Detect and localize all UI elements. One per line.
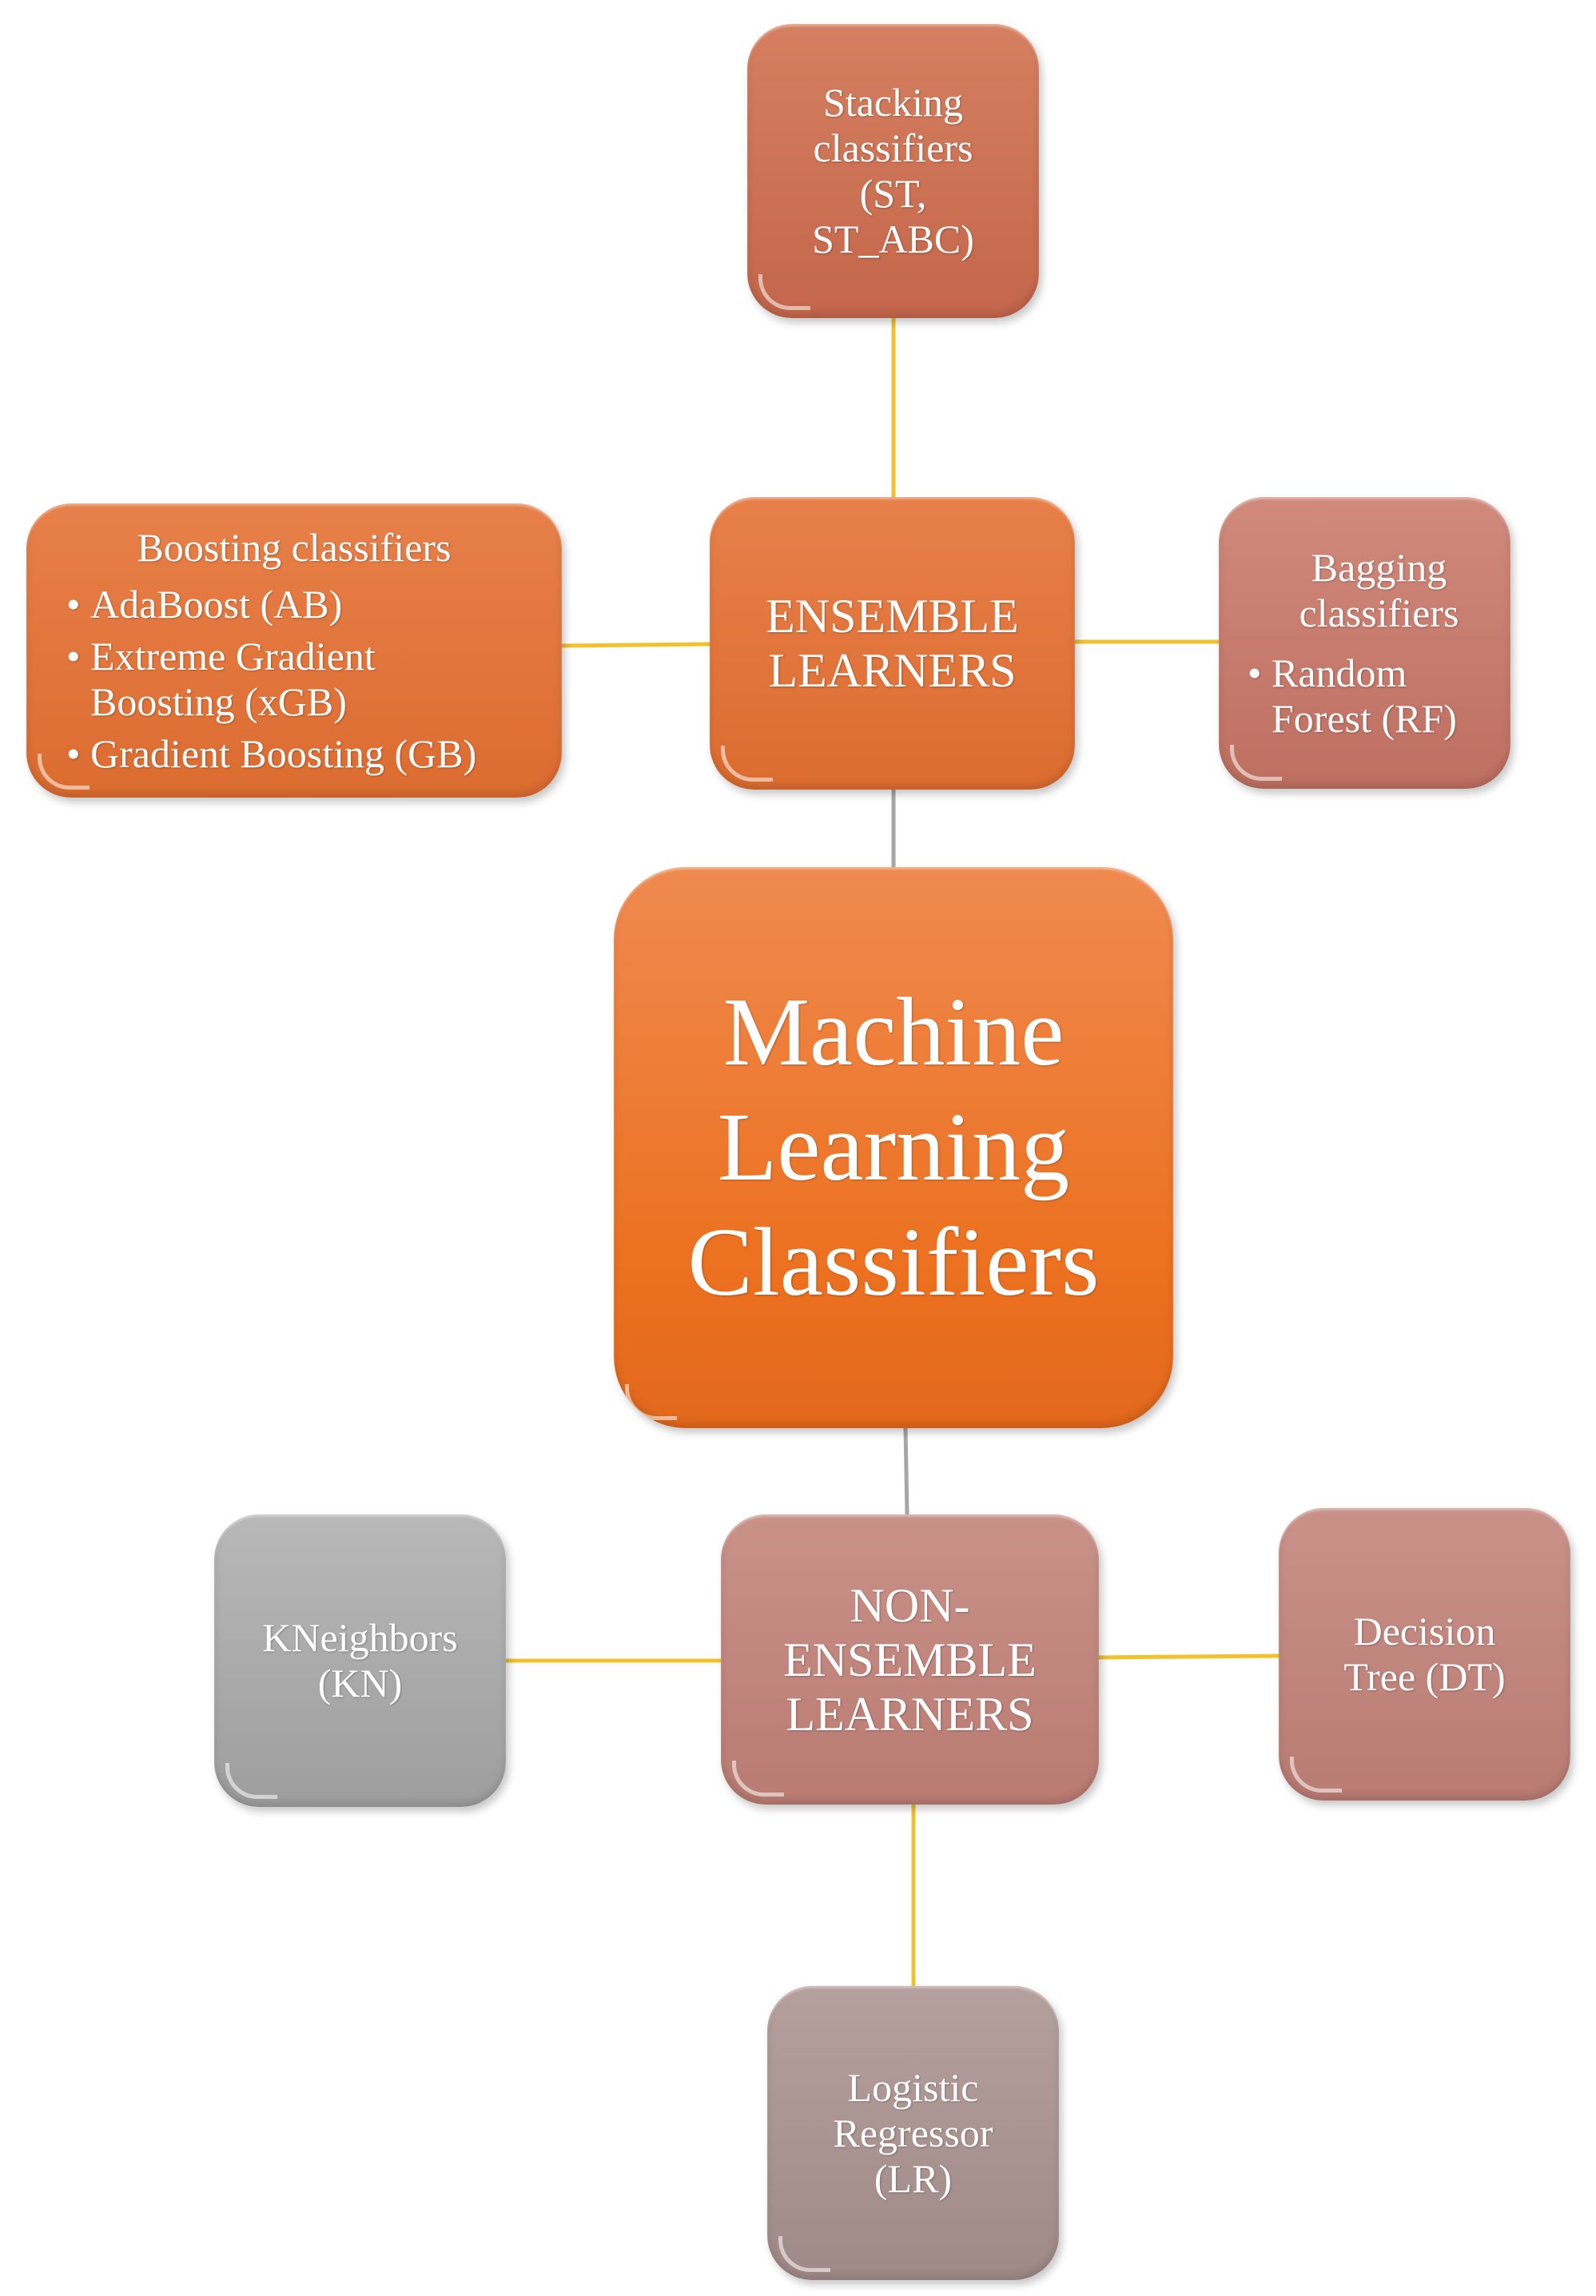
connector-central-nonensemble <box>903 1427 909 1515</box>
ensemble-learners-label: ENSEMBLE LEARNERS <box>766 590 1019 697</box>
non-ensemble-learners-node: NON- ENSEMBLE LEARNERS <box>721 1514 1099 1805</box>
bagging-item-random-forest: Random Forest (RF) <box>1248 651 1457 742</box>
boosting-classifiers-title: Boosting classifiers <box>137 524 452 570</box>
boosting-item-xgb: Extreme Gradient Boosting (xGB) <box>66 634 476 725</box>
bagging-classifiers-list: Random Forest (RF) <box>1248 651 1457 742</box>
stacking-classifiers-node: Stacking classifiers (ST, ST_ABC) <box>747 24 1039 318</box>
non-ensemble-learners-label: NON- ENSEMBLE LEARNERS <box>783 1578 1037 1741</box>
machine-learning-classifiers-node: Machine Learning Classifiers <box>614 867 1173 1428</box>
machine-learning-classifiers-label: Machine Learning Classifiers <box>687 978 1100 1316</box>
boosting-item-adaboost: AdaBoost (AB) <box>66 582 476 627</box>
connector-nonensemble-decision <box>1098 1653 1280 1660</box>
logistic-regressor-label: Logistic Regressor (LR) <box>833 2064 993 2201</box>
decision-tree-label: Decision Tree (DT) <box>1343 1609 1506 1699</box>
bagging-classifiers-node: Bagging classifiers Random Forest (RF) <box>1219 497 1510 789</box>
boosting-classifiers-list: AdaBoost (AB) Extreme Gradient Boosting … <box>66 582 476 777</box>
stacking-classifiers-label: Stacking classifiers (ST, ST_ABC) <box>812 80 974 261</box>
boosting-classifiers-node: Boosting classifiers AdaBoost (AB) Extre… <box>26 503 562 798</box>
bagging-classifiers-title: Bagging classifiers <box>1299 544 1459 635</box>
connector-boosting-ensemble <box>561 642 710 648</box>
kneighbors-node: KNeighbors (KN) <box>214 1514 506 1807</box>
decision-tree-node: Decision Tree (DT) <box>1279 1508 1570 1801</box>
boosting-item-gb: Gradient Boosting (GB) <box>66 731 476 777</box>
ensemble-learners-node: ENSEMBLE LEARNERS <box>710 497 1075 790</box>
kneighbors-label: KNeighbors (KN) <box>262 1615 458 1705</box>
logistic-regressor-node: Logistic Regressor (LR) <box>767 1986 1059 2280</box>
